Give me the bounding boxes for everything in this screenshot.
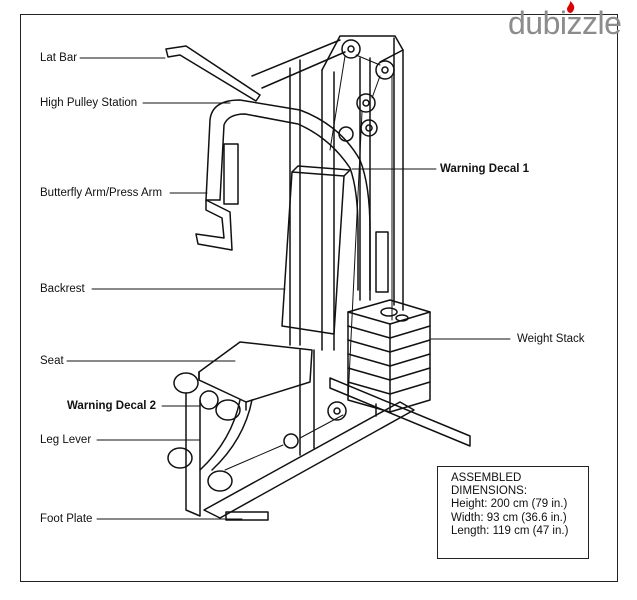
diagram-frame [20, 14, 618, 582]
label-seat: Seat [40, 355, 64, 367]
label-butterfly-arm: Butterfly Arm/Press Arm [40, 187, 163, 199]
dimension-height: Height: 200 cm (79 in.) [451, 498, 568, 511]
label-lat-bar: Lat Bar [40, 52, 78, 64]
backrest [281, 165, 351, 335]
label-leg-lever: Leg Lever [40, 434, 92, 446]
weight-stack-drawing [347, 299, 431, 417]
butterfly-arm [195, 99, 389, 293]
leader-lines [66, 57, 511, 520]
dimensions-subtitle: DIMENSIONS: [451, 485, 528, 498]
label-weight-stack: Weight Stack [517, 333, 585, 345]
assembled-dimensions-box: ASSEMBLED DIMENSIONS: Height: 200 cm (79… [437, 466, 589, 559]
flame-icon [567, 1, 575, 13]
label-warning-decal-1: Warning Decal 1 [440, 163, 530, 175]
base-frame [203, 349, 471, 521]
leg-lever [167, 372, 253, 517]
label-backrest: Backrest [40, 283, 85, 295]
dimensions-title: ASSEMBLED [451, 472, 522, 484]
seat [198, 341, 313, 411]
dubizzle-watermark: dubizzle [508, 5, 622, 41]
label-high-pulley-station: High Pulley Station [40, 97, 138, 109]
label-foot-plate: Foot Plate [40, 513, 93, 525]
label-warning-decal-2: Warning Decal 2 [67, 400, 157, 412]
lat-bar [165, 45, 261, 102]
dimension-width: Width: 93 cm (36.6 in.) [451, 511, 567, 524]
dimension-length: Length: 119 cm (47 in.) [451, 524, 569, 537]
tower-frame [251, 35, 404, 351]
pulleys [199, 39, 395, 449]
